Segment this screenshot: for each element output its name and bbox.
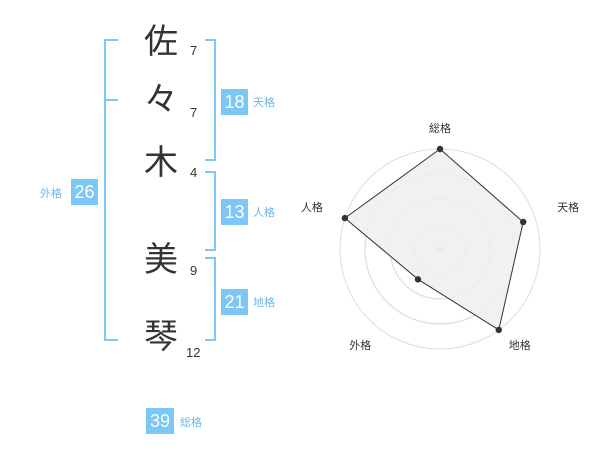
soukaku-label: 総格 [180, 416, 202, 429]
soukaku-badge: 39 [146, 408, 174, 434]
radar-point-3 [495, 326, 502, 334]
radar-axis-label-5: 人格 [301, 200, 323, 214]
stroke-count-1: 7 [190, 43, 198, 58]
chikaku-label: 地格 [253, 296, 275, 309]
jinkaku-badge: 13 [221, 199, 248, 225]
radar-point-4 [414, 276, 422, 283]
radar-point-2 [520, 218, 527, 226]
name-char-1: 佐 [144, 22, 178, 62]
radar-score-area [344, 148, 524, 331]
stroke-count-5: 12 [186, 345, 201, 360]
name-char-5: 琴 [144, 317, 178, 357]
jinkaku-label: 人格 [253, 206, 275, 219]
tenkaku-label: 天格 [253, 96, 275, 109]
chikaku-badge: 21 [221, 289, 248, 315]
tenkaku-badge: 18 [221, 89, 248, 115]
gaikaku-label: 外格 [40, 187, 62, 200]
stroke-count-2: 7 [190, 105, 198, 120]
radar-point-5 [341, 214, 349, 222]
gaikaku-badge: 26 [71, 179, 98, 205]
name-char-3: 木 [144, 143, 178, 183]
name-char-2: 々 [144, 80, 178, 120]
radar-axis-label-2: 天格 [557, 200, 579, 214]
radar-axis-label-1: 総格 [429, 121, 451, 135]
stroke-count-4: 9 [190, 263, 198, 278]
stroke-count-3: 4 [190, 165, 198, 180]
radar-point-1 [436, 145, 444, 153]
radar-points [341, 145, 527, 334]
radar-axis-label-3: 地格 [509, 338, 531, 352]
radar-axis-label-4: 外格 [349, 338, 371, 352]
name-char-4: 美 [144, 240, 178, 280]
